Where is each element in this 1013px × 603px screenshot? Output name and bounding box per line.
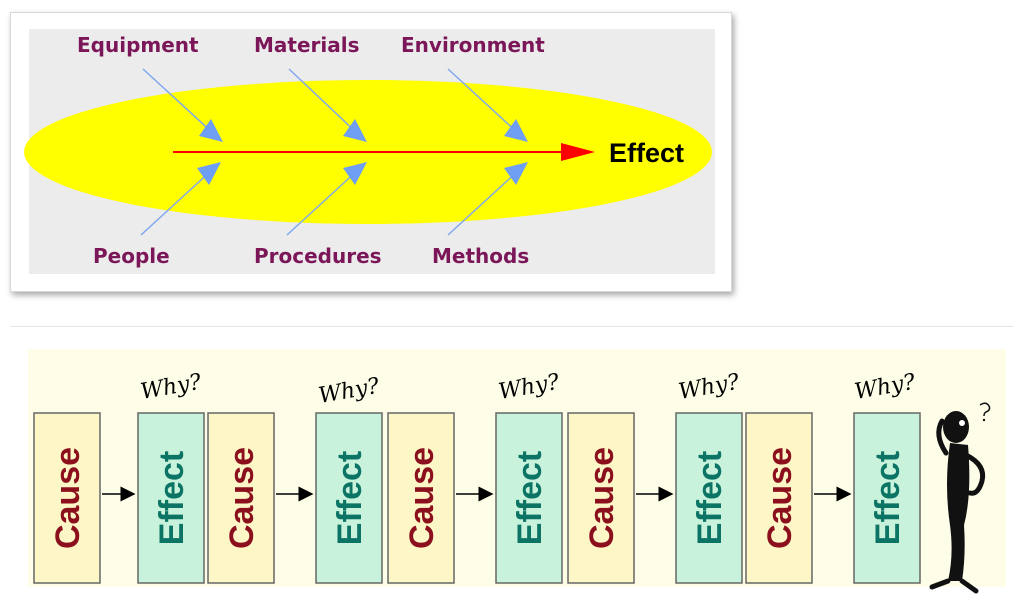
effect-box-label: Effect <box>691 451 729 545</box>
effect-box <box>675 412 743 584</box>
bone-people <box>140 168 214 236</box>
effect-box-label: Effect <box>511 451 549 545</box>
fishbone-diagram: Equipment Materials Environment People P… <box>24 33 712 268</box>
thinking-person-icon <box>929 402 991 594</box>
cause-box-label: Cause <box>583 447 621 549</box>
why-label: Why? <box>317 374 382 409</box>
arrowhead-people <box>197 162 221 185</box>
bone-procedures <box>286 168 360 236</box>
bone-materials <box>288 68 360 136</box>
bone-environment <box>447 68 521 136</box>
effect-label: Effect <box>609 138 684 168</box>
cause-box-label: Cause <box>49 447 87 549</box>
arrowhead-methods <box>504 162 528 185</box>
why-label: Why? <box>853 370 918 405</box>
cause-label-equipment: Equipment <box>77 33 199 57</box>
cause-effect-chain: Cause Effect Why? Cause Effect Why? Caus… <box>33 370 991 594</box>
cause-label-methods: Methods <box>432 244 529 268</box>
effect-box <box>137 412 205 584</box>
effect-box-label: Effect <box>331 451 369 545</box>
why-label: Why? <box>497 370 562 405</box>
cause-box-label: Cause <box>403 447 441 549</box>
fishbone-panel: Equipment Materials Environment People P… <box>10 12 732 292</box>
arrowhead-materials <box>343 119 367 142</box>
effect-box-label: Effect <box>869 451 907 545</box>
why-label: Why? <box>139 370 204 405</box>
bone-methods <box>447 168 521 236</box>
cause-box <box>387 412 455 584</box>
cause-effect-chain-panel: Cause Effect Why? Cause Effect Why? Caus… <box>10 326 1013 603</box>
cause-label-materials: Materials <box>254 33 360 57</box>
cause-box <box>33 412 101 584</box>
arrowhead-equipment <box>199 119 223 142</box>
effect-box-label: Effect <box>153 451 191 545</box>
cause-box <box>745 412 813 584</box>
effect-arrowhead <box>561 143 595 161</box>
cause-box-label: Cause <box>761 447 799 549</box>
arrowhead-procedures <box>343 162 367 185</box>
bone-equipment <box>142 68 216 136</box>
cause-box-label: Cause <box>223 447 261 549</box>
cause-box <box>207 412 275 584</box>
effect-box <box>495 412 563 584</box>
why-label: Why? <box>677 370 742 405</box>
cause-label-environment: Environment <box>401 33 545 57</box>
cause-box <box>567 412 635 584</box>
effect-box <box>315 412 383 584</box>
cause-label-people: People <box>93 244 170 268</box>
effect-box <box>853 412 921 584</box>
arrowhead-environment <box>504 119 528 142</box>
cause-label-procedures: Procedures <box>254 244 382 268</box>
